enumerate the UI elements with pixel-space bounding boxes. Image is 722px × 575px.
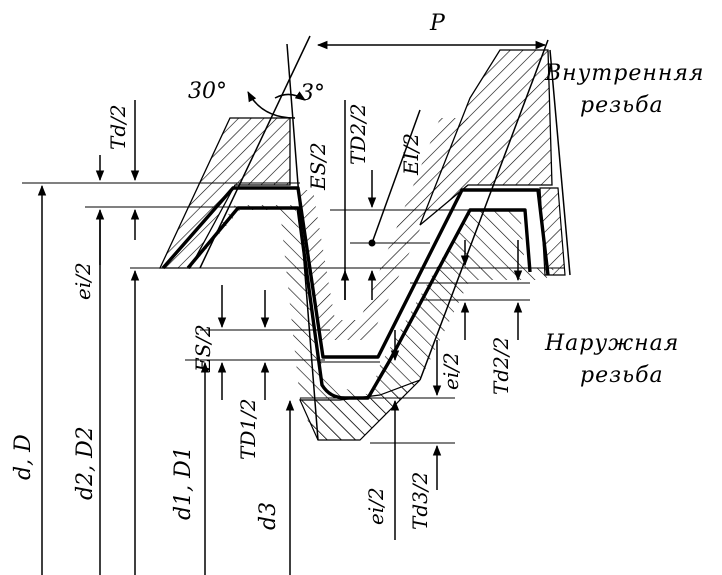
ei-half-bottom-label: ei/2 xyxy=(364,487,388,525)
es-half-mid-label: ES/2 xyxy=(191,324,215,373)
angle-30-arc xyxy=(247,91,296,119)
angle-30-label: 30° xyxy=(188,79,227,104)
flank-line-right xyxy=(419,39,549,381)
dimension-arrows xyxy=(37,100,523,575)
thread-profiles xyxy=(161,186,550,400)
es-half-top-label: ES/2 xyxy=(306,142,330,191)
td3-half-label: Td3/2 xyxy=(408,472,432,530)
td2-half-label: TD2/2 xyxy=(346,103,370,165)
pitch-label: P xyxy=(429,11,446,36)
ei-half-left-label: ei/2 xyxy=(71,262,95,300)
d3-label: d3 xyxy=(256,502,281,530)
extension-lines xyxy=(22,182,565,444)
d2-D2-label: d2, D2 xyxy=(73,426,98,500)
ei-upper-half-label: EI/2 xyxy=(399,133,423,176)
flank-line-3deg xyxy=(286,43,319,441)
td2-small-half-label: Td2/2 xyxy=(489,337,513,395)
flank-line-left xyxy=(199,35,311,269)
external-thread-label-2: резьба xyxy=(580,363,664,388)
td1-half-label: TD1/2 xyxy=(236,398,260,460)
external-thread-label-1: Наружная xyxy=(544,331,679,356)
angle-3-arc xyxy=(274,91,306,101)
internal-profile xyxy=(161,186,550,359)
d1-D1-label: d1, D1 xyxy=(171,446,196,520)
internal-wall-line xyxy=(549,49,571,276)
internal-thread-label-1: Внутренняя xyxy=(544,61,705,86)
angle-3-label: 3° xyxy=(300,81,325,106)
ei-half-right-label: ei/2 xyxy=(439,352,463,390)
external-profile xyxy=(186,206,532,400)
d-D-label: d, D xyxy=(11,434,36,480)
internal-thread-label-2: резьба xyxy=(580,93,664,118)
td-half-label: Td/2 xyxy=(106,104,130,150)
